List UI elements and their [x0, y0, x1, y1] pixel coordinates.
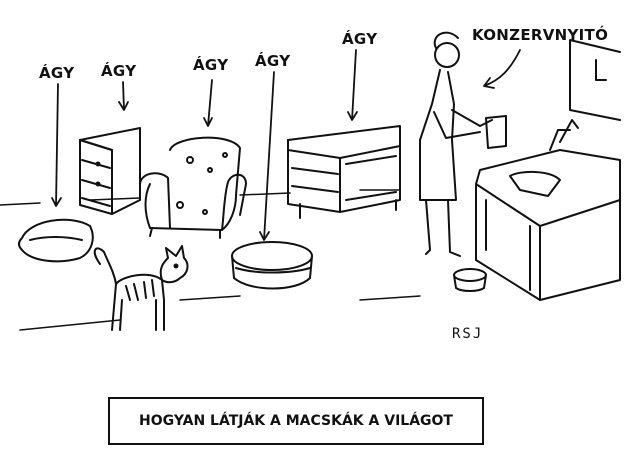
food-bowl: [453, 268, 487, 292]
caption-text: HOGYAN LÁTJÁK A MACSKÁK A VILÁGOT: [139, 413, 453, 429]
arrow-bed-1: [51, 83, 62, 207]
pillow-bed: [18, 218, 94, 263]
label-bed-4: ÁGY: [255, 52, 291, 70]
arrow-bed-3: [203, 79, 213, 127]
cat: [93, 245, 189, 331]
arrow-bed-5: [347, 49, 358, 121]
arrow-can-opener: [483, 49, 521, 89]
cup: [485, 115, 507, 149]
kitchen-counter: [475, 39, 621, 301]
armchair: [139, 136, 247, 239]
arrow-bed-2: [118, 81, 129, 111]
arrow-bed-4: [259, 71, 275, 241]
cushion-bed: [231, 241, 313, 290]
label-bed-2: ÁGY: [101, 62, 137, 80]
caption-box: HOGYAN LÁTJÁK A MACSKÁK A VILÁGOT: [108, 397, 484, 445]
label-can-opener: KONZERVNYITÓ: [472, 26, 609, 44]
artist-signature: RSJ: [452, 326, 484, 342]
floor-lines: [0, 189, 421, 331]
sideboard: [287, 125, 401, 219]
person-figure: [419, 31, 493, 257]
label-bed-5: ÁGY: [342, 30, 378, 48]
label-arrows: [51, 49, 521, 241]
chest-of-drawers: [79, 127, 141, 215]
label-bed-3: ÁGY: [193, 56, 229, 74]
label-bed-1: ÁGY: [39, 64, 75, 82]
